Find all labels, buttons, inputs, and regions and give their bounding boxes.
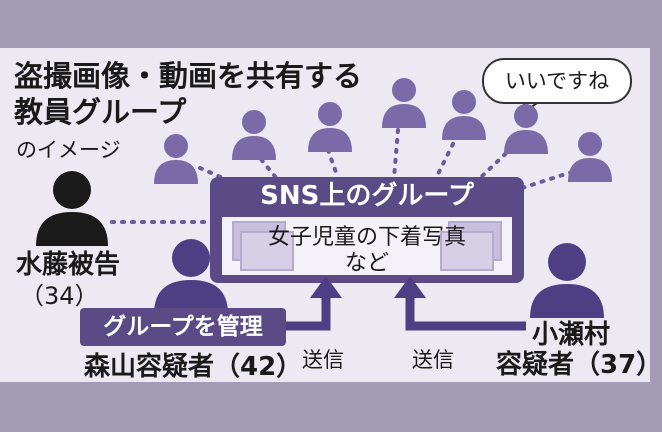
title-line-2: 教員グループ	[14, 95, 187, 129]
dot-line-2	[253, 150, 280, 182]
dot-line-7	[520, 170, 574, 190]
suspect-kose-name-1: 小瀬村	[532, 320, 611, 350]
group-admin-label: グループを管理	[80, 308, 286, 346]
arrow-moriyama	[286, 296, 331, 331]
suspect-kose-name-2: 容疑者（37）	[496, 350, 662, 380]
sns-group-title: SNS上のグループ	[260, 181, 474, 211]
sns-content-line-2: など	[344, 251, 389, 276]
member-icon-3	[308, 102, 352, 152]
arrowhead-moriyama	[310, 276, 342, 298]
member-icon-1	[154, 134, 198, 184]
send-label-left: 送信	[302, 348, 344, 372]
sns-content-line-1: 女子児童の下着写真	[267, 225, 466, 250]
member-icon-5	[442, 90, 486, 140]
photo-thumbnail-4	[440, 231, 494, 271]
suspect-kose-icon	[530, 243, 604, 318]
sns-group-box: SNS上のグループ 女子児童の下着写真 など	[210, 177, 524, 283]
arrow-kose	[405, 296, 526, 331]
defendant-age: （34）	[20, 282, 99, 310]
speech-bubble: いいですね	[482, 58, 632, 104]
title-line-1: 盗撮画像・動画を共有する	[14, 59, 363, 93]
member-icon-4	[382, 78, 426, 128]
member-icon-6	[504, 104, 548, 154]
send-label-right: 送信	[412, 348, 454, 372]
title-line-3: のイメージ	[16, 138, 121, 162]
member-icon-7	[568, 132, 612, 182]
arrowhead-kose	[394, 276, 426, 298]
suspect-moriyama-name: 森山容疑者（42）	[84, 352, 303, 382]
defendant-icon	[36, 171, 108, 246]
defendant-name: 水藤被告	[16, 250, 121, 280]
sns-content-area: 女子児童の下着写真 など	[222, 217, 512, 276]
photo-thumbnail-2	[240, 231, 294, 271]
dot-line-4	[392, 128, 400, 180]
suspect-moriyama-icon	[154, 239, 228, 314]
member-icon-2	[232, 110, 276, 160]
